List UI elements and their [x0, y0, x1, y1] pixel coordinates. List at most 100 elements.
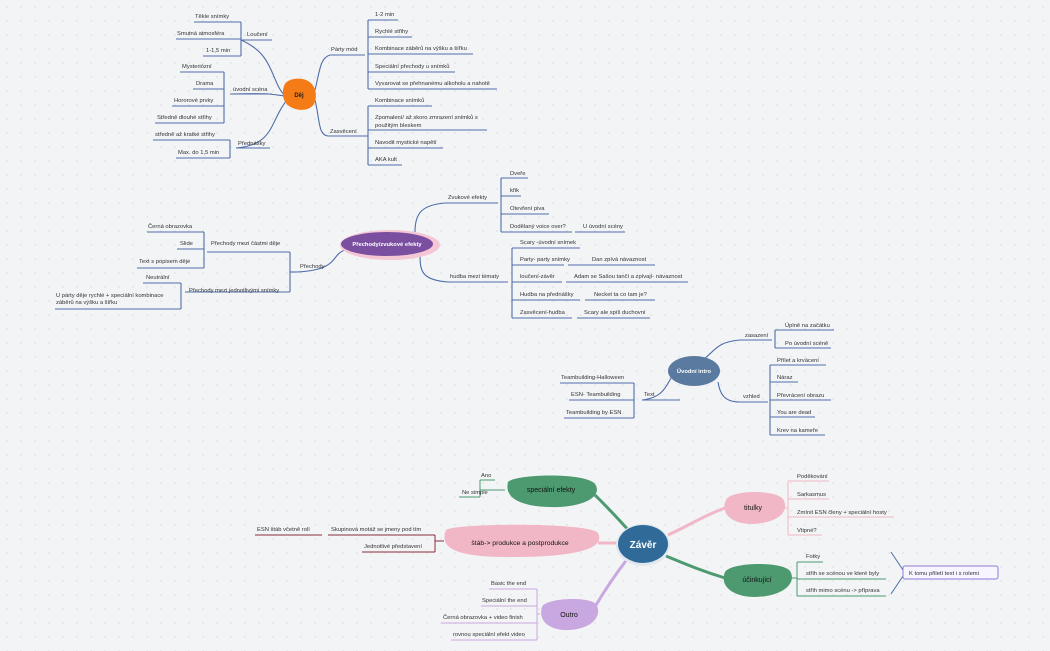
leaf[interactable]: Jednotlivé představení [364, 544, 422, 550]
leaf[interactable]: Speciální přechody u snímků [375, 63, 449, 70]
sub-branch-castmi[interactable]: Přechody mezi částmi děje [211, 241, 280, 247]
leaf[interactable]: Neutrální [146, 275, 170, 281]
leaf[interactable]: Poděkování [797, 474, 828, 480]
leaf[interactable]: 1-2 min [375, 12, 394, 18]
branch-louceni[interactable]: Loučení [247, 32, 268, 38]
leaf[interactable]: Kombinace záběrů na výšku a šířku [375, 45, 467, 52]
root-prechody-label: Přechody/zvukové efekty [352, 242, 422, 248]
leaf[interactable]: střih se scénou ve které byly [806, 571, 879, 577]
leaf[interactable]: Speciální the end [482, 598, 527, 604]
branch-hudba[interactable]: hudba mezi tématy [450, 274, 499, 280]
node-outro[interactable] [541, 598, 599, 631]
leaf[interactable]: Fotky [806, 554, 820, 560]
leaf[interactable]: Navodit mystické napětí [375, 140, 437, 146]
root-dej-label: Děj [294, 93, 304, 99]
leaf[interactable]: loučení-závěr [520, 274, 555, 280]
leaf[interactable]: U párty děje rychlé + speciální kombinac… [56, 293, 163, 299]
leaf[interactable]: Středně dlouhé střihy [157, 115, 212, 121]
leaf[interactable]: křik [510, 188, 519, 194]
callout-note-text: K tomu přiletí text i s rolemi [909, 571, 979, 577]
leaf[interactable]: Smutná atmosféra [177, 31, 225, 37]
map-dej: Děj Loučení Těkle snímky Smutná atmosfér… [153, 12, 497, 166]
leaf[interactable]: Převrácení obrazu [777, 393, 824, 399]
node-titulky[interactable] [724, 491, 786, 524]
leaf[interactable]: Skupinová motáž se jmeny pod tím [331, 527, 421, 533]
leaf[interactable]: záběrů na výšku a šířku [56, 299, 117, 306]
leaf[interactable]: Scary -úvodní snímek [520, 240, 576, 246]
node-outro-label: Outro [560, 612, 578, 619]
branch-vzhled[interactable]: vzhled [743, 394, 760, 400]
branch-uvodni-scena[interactable]: úvodní scéna [233, 87, 268, 93]
leaf[interactable]: Náraz [777, 375, 793, 381]
root-node-uvodni-intro[interactable] [668, 356, 720, 386]
leaf[interactable]: Scary ale spíš duchovní [584, 310, 646, 316]
leaf[interactable]: Rychlé střihy [375, 29, 408, 35]
leaf[interactable]: Basic the end [491, 581, 526, 587]
root-node-dej[interactable] [282, 78, 316, 110]
leaf[interactable]: Text s popisem děje [139, 259, 190, 265]
node-ucinkujici-label: účinkující [742, 577, 771, 584]
leaf[interactable]: Úplně na začátku [785, 322, 830, 329]
leaf[interactable]: ESN- Teambuilding [571, 392, 621, 398]
leaf[interactable]: You are dead [777, 410, 811, 416]
node-titulky-label: titulky [744, 505, 762, 512]
leaf[interactable]: U úvodní scény [583, 224, 623, 230]
leaf[interactable]: Hororové prvky [174, 98, 213, 104]
leaf[interactable]: Ano [481, 473, 491, 479]
leaf[interactable]: Dodělaný voice over? [510, 224, 567, 230]
leaf[interactable]: Dan zpívá návaznost [592, 257, 647, 263]
leaf[interactable]: Černá obrazovka + video finish [443, 614, 523, 621]
node-stab-label: štáb-> produkce a postprodukce [471, 540, 569, 547]
leaf[interactable]: Kombinace snímků [375, 97, 424, 104]
leaf[interactable]: ESN štáb včetně rolí [257, 527, 310, 533]
branch-zvukove-efekty[interactable]: Zvukové efekty [448, 195, 487, 201]
leaf[interactable]: středně až kratké střihy [155, 132, 215, 138]
leaf[interactable]: Zasvěcení-hudba [520, 310, 566, 316]
leaf[interactable]: 1-1,5 min [206, 48, 230, 54]
leaf[interactable]: Vyvarovat se přehnanému alkoholu a nahot… [375, 81, 490, 87]
leaf[interactable]: použitým bleskem [375, 123, 422, 129]
branch-text[interactable]: Text [644, 392, 655, 398]
leaf[interactable]: Přílet a krvácení [777, 358, 819, 364]
branch-zasveceni[interactable]: Zasvěcení [330, 129, 357, 135]
leaf[interactable]: Necket ta co tam je? [594, 292, 648, 298]
leaf[interactable]: Party- party snímky [520, 257, 570, 263]
leaf[interactable]: Krev na kameře [777, 428, 818, 434]
leaf[interactable]: Mysteriózní [182, 64, 212, 70]
branch-party-mod[interactable]: Párty mód [331, 47, 357, 53]
root-node-zaver[interactable] [618, 525, 668, 563]
leaf[interactable]: Těkle snímky [195, 14, 229, 20]
leaf[interactable]: Otevření piva [510, 206, 545, 212]
node-specialni-efekty[interactable] [507, 475, 597, 508]
leaf[interactable]: Sarkasmus [797, 492, 826, 498]
leaf[interactable]: AKA kult [375, 157, 397, 163]
leaf[interactable]: Max. do 1,5 min [178, 150, 219, 156]
sub-branch-snimky[interactable]: Přechody mezi jednotlivými snímky [189, 288, 279, 294]
root-zaver-label: Závěr [630, 540, 657, 551]
root-node-prechody[interactable] [341, 232, 433, 256]
leaf[interactable]: Dveře [510, 171, 525, 177]
leaf[interactable]: Po úvodní scéně [785, 341, 828, 347]
leaf[interactable]: Drama [196, 81, 214, 87]
leaf[interactable]: střih mimo scénu -> příprava [806, 588, 880, 594]
leaf[interactable]: Teambuilding by ESN [566, 410, 621, 416]
leaf[interactable]: rovnou speciální efekt video [453, 632, 525, 638]
branch-zasazeni[interactable]: zasazení [745, 333, 769, 339]
map-prechody: Přechody/zvukové efekty Zvukové efekty D… [55, 171, 688, 319]
node-stab[interactable] [444, 524, 600, 558]
leaf[interactable]: Černá obrazovka [148, 223, 193, 230]
callout-note[interactable] [902, 565, 999, 580]
leaf[interactable]: Teambuilding-Halloween [561, 375, 624, 381]
leaf[interactable]: Zpomalení/ až skoro zmrazení snímků s [375, 114, 478, 121]
node-ucinkujici[interactable] [723, 563, 792, 597]
branch-prechody[interactable]: Přechody [300, 264, 325, 270]
leaf[interactable]: Adam se Sašou tančí a zpívají- návaznost [574, 274, 683, 280]
branch-prednasky[interactable]: Přednášky [238, 141, 265, 147]
leaf[interactable]: Vtipné? [797, 528, 817, 534]
leaf[interactable]: Zmínit ESN členy + speciální hosty [797, 510, 887, 516]
leaf[interactable]: Hudba na přednášky [520, 292, 574, 298]
leaf[interactable]: Ne simple [462, 490, 488, 496]
leaf[interactable]: Slide [180, 241, 193, 247]
node-specialni-efekty-label: speciální efekty [527, 487, 576, 494]
